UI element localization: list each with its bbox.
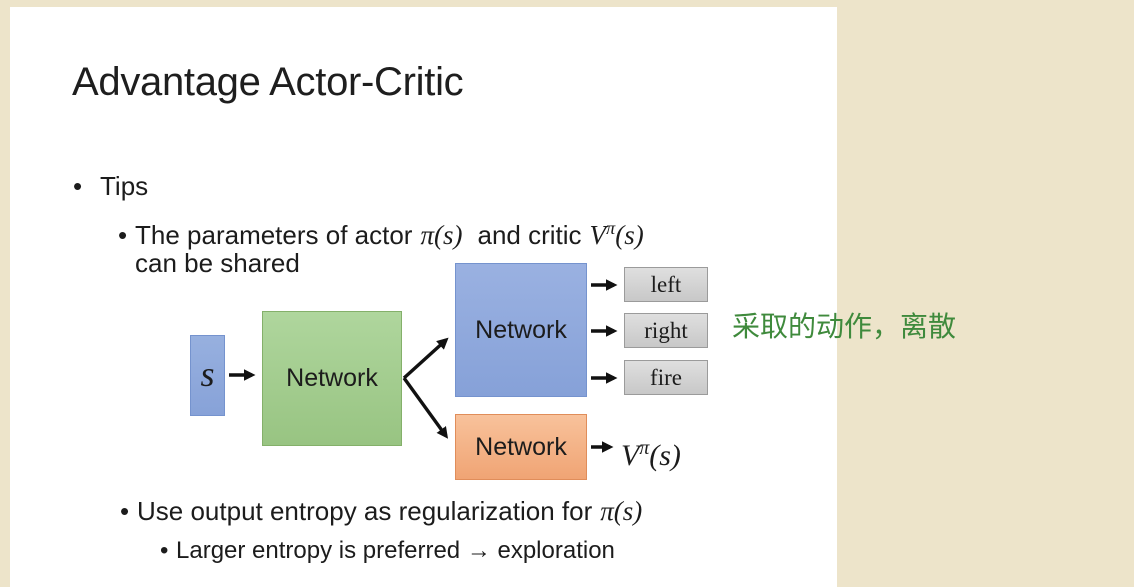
s-argument: (s) — [649, 439, 681, 472]
arrow-shared-to-actor — [402, 337, 449, 380]
bullet-icon: • — [120, 496, 130, 526]
shared-network-box: Network — [262, 311, 402, 446]
v-symbol: V — [589, 220, 607, 250]
critic-network-box: Network — [455, 414, 587, 480]
pi-superscript: π — [606, 218, 616, 238]
slide: Advantage Actor-Critic •Tips •The parame… — [10, 7, 956, 587]
action-label-left: left — [650, 271, 682, 297]
state-input-box: s — [190, 335, 225, 416]
action-label-fire: fire — [650, 364, 682, 390]
arrow-shared-to-critic — [402, 377, 449, 439]
tips-line: • Tips — [73, 170, 148, 202]
critic-network-label: Network — [475, 432, 567, 461]
bullet-icon: • — [118, 220, 128, 250]
entropy-line: •Use output entropy as regularization fo… — [120, 495, 642, 527]
critic-value-output: Vπ(s) — [621, 431, 681, 473]
exploration-line: • Larger entropy is preferred → explorati… — [160, 535, 615, 567]
pi-math: π(s) — [600, 496, 643, 526]
action-box-right: right — [624, 313, 708, 348]
actor-network-label: Network — [475, 315, 567, 344]
shared-network-label: Network — [286, 364, 378, 392]
discrete-action-annotation: 采取的动作，离散 — [732, 311, 957, 342]
exploration-text: Larger entropy is preferred → exploratio… — [176, 537, 615, 564]
s-argument: (s) — [615, 220, 644, 250]
parameters-text-pre: The parameters of actor — [135, 220, 413, 250]
tips-label: Tips — [100, 171, 149, 201]
action-box-left: left — [624, 267, 708, 302]
action-label-right: right — [644, 317, 688, 343]
pi-superscript: π — [639, 437, 650, 459]
slide-title: Advantage Actor-Critic — [72, 60, 464, 104]
critic-v-math: Vπ(s) — [589, 218, 644, 250]
action-box-fire: fire — [624, 360, 708, 395]
v-symbol: V — [621, 439, 640, 472]
actor-pi-math: π(s) — [420, 220, 463, 250]
actor-network-box: Network — [455, 263, 587, 397]
entropy-text: Use output entropy as regularization for — [137, 496, 593, 526]
parameters-line2: can be shared — [135, 248, 300, 278]
parameters-text-mid: and critic — [477, 220, 582, 250]
state-input-label: s — [200, 353, 215, 394]
bullet-icon: • — [160, 537, 169, 564]
bullet-icon: • — [73, 171, 83, 201]
